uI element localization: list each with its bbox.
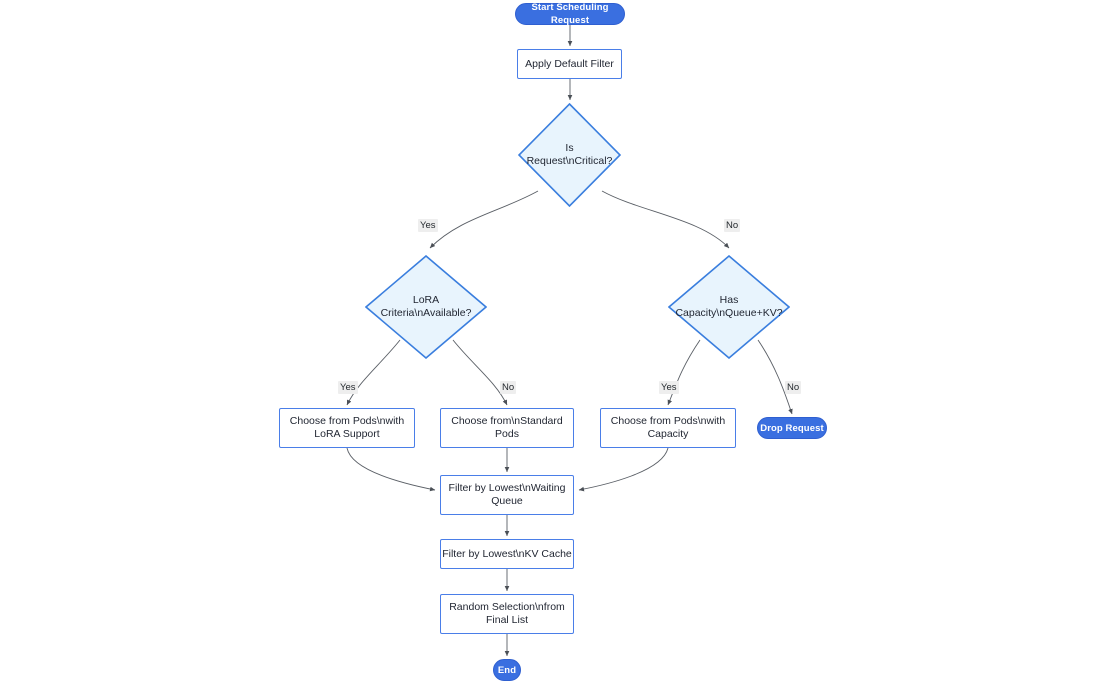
edge-choose_capacity-to-filter_queue bbox=[578, 447, 669, 492]
node-label-choose_capacity: Choose from Pods\nwith Capacity bbox=[610, 415, 726, 440]
node-label-filter_queue: Filter by Lowest\nWaiting Queue bbox=[448, 482, 566, 507]
edge-label-lbl-lora-no: No bbox=[500, 381, 517, 394]
diamond-shape-lora_criteria bbox=[365, 255, 487, 359]
node-is_critical[interactable]: Is Request\nCritical? bbox=[518, 103, 621, 207]
node-lora_criteria[interactable]: LoRA Criteria\nAvailable? bbox=[365, 255, 487, 359]
node-filter_queue[interactable]: Filter by Lowest\nWaiting Queue bbox=[440, 475, 574, 515]
node-choose_lora[interactable]: Choose from Pods\nwith LoRA Support bbox=[279, 408, 415, 448]
node-start[interactable]: Start Scheduling Request bbox=[515, 2, 625, 26]
edge-label-lbl-lora-yes: Yes bbox=[338, 381, 358, 394]
node-label-has_capacity: Has Capacity\nQueue+KV? bbox=[675, 294, 783, 319]
node-filter_kv[interactable]: Filter by Lowest\nKV Cache bbox=[440, 539, 574, 569]
node-label-drop_request: Drop Request bbox=[760, 422, 824, 434]
diamond-shape-is_critical bbox=[518, 103, 621, 207]
node-choose_capacity[interactable]: Choose from Pods\nwith Capacity bbox=[600, 408, 736, 448]
edge-choose_lora-to-filter_queue bbox=[346, 447, 436, 492]
edge-label-lbl-capacity-no: No bbox=[785, 381, 802, 394]
edge-is_critical-to-has_capacity bbox=[601, 190, 730, 249]
node-end[interactable]: End bbox=[493, 659, 521, 681]
node-choose_standard[interactable]: Choose from\nStandard Pods bbox=[440, 408, 574, 448]
node-label-start: Start Scheduling Request bbox=[531, 2, 609, 26]
node-label-random_selection: Random Selection\nfrom Final List bbox=[449, 601, 565, 626]
node-apply_filter[interactable]: Apply Default Filter bbox=[517, 49, 622, 79]
node-has_capacity[interactable]: Has Capacity\nQueue+KV? bbox=[668, 255, 790, 359]
node-label-choose_lora: Choose from Pods\nwith LoRA Support bbox=[289, 415, 405, 440]
node-label-is_critical: Is Request\nCritical? bbox=[526, 142, 613, 167]
node-label-lora_criteria: LoRA Criteria\nAvailable? bbox=[380, 294, 472, 319]
node-random_selection[interactable]: Random Selection\nfrom Final List bbox=[440, 594, 574, 634]
edge-label-lbl-critical-yes: Yes bbox=[418, 219, 438, 232]
node-label-filter_kv: Filter by Lowest\nKV Cache bbox=[442, 547, 572, 560]
node-label-apply_filter: Apply Default Filter bbox=[525, 57, 614, 70]
node-drop_request[interactable]: Drop Request bbox=[757, 417, 827, 439]
node-label-choose_standard: Choose from\nStandard Pods bbox=[451, 415, 563, 440]
edge-label-lbl-critical-no: No bbox=[724, 219, 741, 232]
edge-label-lbl-capacity-yes: Yes bbox=[659, 381, 679, 394]
node-label-end: End bbox=[497, 664, 517, 676]
diamond-shape-has_capacity bbox=[668, 255, 790, 359]
